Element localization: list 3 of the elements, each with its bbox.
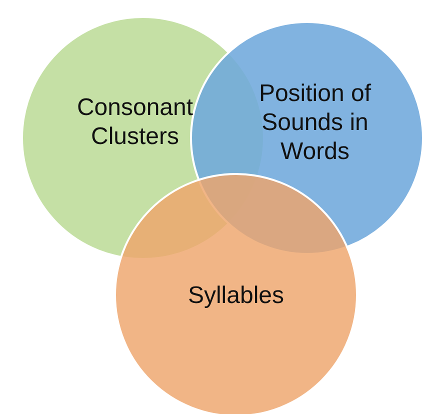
circle-label: Position of Sounds in Words bbox=[258, 79, 372, 166]
circle-label: Consonant Clusters bbox=[76, 93, 194, 151]
circle-label: Syllables bbox=[186, 281, 286, 310]
